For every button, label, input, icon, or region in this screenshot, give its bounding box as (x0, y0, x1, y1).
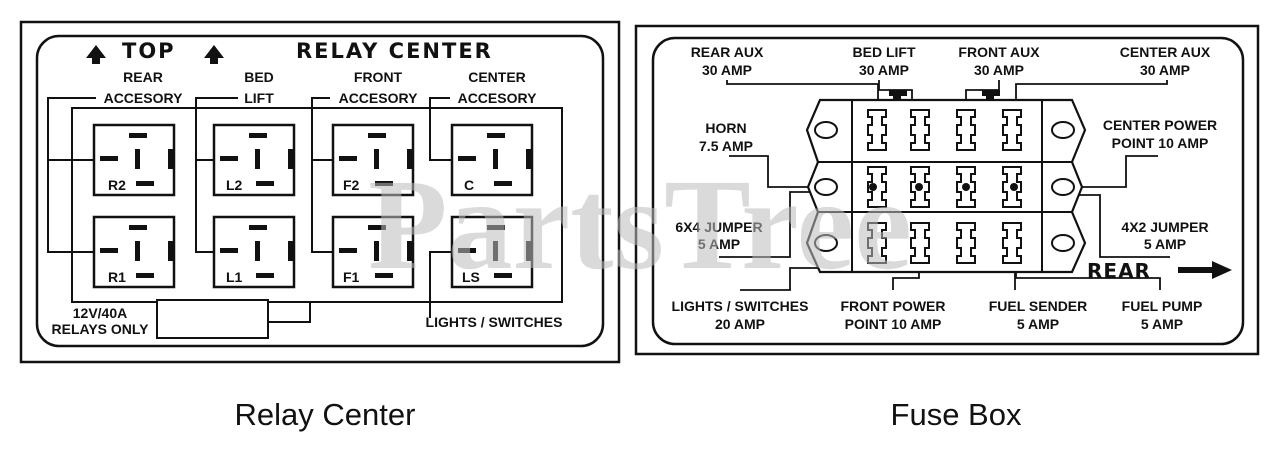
fuse-amp-bed-lift: 30 AMP (859, 62, 909, 78)
fuse-label-6x4-jumper: 6X4 JUMPER (675, 219, 762, 235)
fuse-label-center-aux: CENTER AUX (1120, 44, 1211, 60)
relay-center-title: RELAY CENTER (296, 39, 493, 63)
fuse-label-front-power: FRONT POWER (841, 298, 946, 314)
relay-label: L1 (226, 269, 243, 285)
lights-switches-label: LIGHTS / SWITCHES (426, 314, 563, 330)
fuse-amp-rear-aux: 30 AMP (702, 62, 752, 78)
fuse-box-caption: Fuse Box (891, 397, 1022, 432)
top-label: TOP (122, 39, 176, 63)
fuse-label-fuel-sender: FUEL SENDER (989, 298, 1088, 314)
fuse (956, 222, 976, 264)
relay-label: LS (462, 269, 480, 285)
fuse-label-fuel-pump: FUEL PUMP (1122, 298, 1203, 314)
relay-label: C (464, 177, 474, 193)
junction-dots (869, 183, 1018, 191)
column-label-rear: REAR (123, 69, 163, 85)
fuse (1002, 109, 1022, 151)
relay-center-caption: Relay Center (235, 397, 416, 432)
relay-label: R2 (108, 177, 126, 193)
watermark: PartsTree (368, 153, 912, 297)
relay-leader-lines (47, 97, 563, 323)
fuse-label-horn: HORN (705, 120, 746, 136)
column-sublabel-center: ACCESORY (458, 90, 537, 106)
relay-label: R1 (108, 269, 126, 285)
fuse (956, 109, 976, 151)
relay-label: L2 (226, 177, 243, 193)
fuse-amp-front-aux: 30 AMP (974, 62, 1024, 78)
top-up-arrow-icon (204, 45, 224, 64)
column-label-front: FRONT (354, 69, 403, 85)
fuse-amp-fuel-pump: 5 AMP (1141, 316, 1183, 332)
fuse-amp-front-power: POINT 10 AMP (845, 316, 942, 332)
fuse-label-lights-switches: LIGHTS / SWITCHES (672, 298, 809, 314)
fuse-amp-horn: 7.5 AMP (699, 138, 753, 154)
fuse-amp-lights-switches: 20 AMP (715, 316, 765, 332)
column-label-bed: BED (244, 69, 274, 85)
column-label-center: CENTER (468, 69, 526, 85)
fuse (910, 109, 930, 151)
rating-box (156, 299, 269, 339)
fuse-amp-center-aux: 30 AMP (1140, 62, 1190, 78)
rear-right-arrow-icon (1178, 261, 1232, 279)
column-sublabel-rear: ACCESORY (104, 90, 183, 106)
fuse-label-front-aux: FRONT AUX (958, 44, 1040, 60)
relay-label: F2 (343, 177, 360, 193)
fuse-label-bed-lift: BED LIFT (853, 44, 916, 60)
rating-line-2: RELAYS ONLY (52, 321, 150, 337)
relay-r2 (92, 123, 176, 197)
fuse-amp-4x2-jumper: 5 AMP (1144, 236, 1186, 252)
fuse (867, 109, 887, 151)
fuse-box-panel: REAR AUX 30 AMP BED LIFT 30 AMP FRONT AU… (634, 24, 1260, 356)
fuse (1002, 222, 1022, 264)
fuse-amp-fuel-sender: 5 AMP (1017, 316, 1059, 332)
rating-line-1: 12V/40A (73, 305, 127, 321)
relay-r1 (92, 215, 176, 289)
top-up-arrow-icon (86, 45, 106, 64)
fuse-amp-6x4-jumper: 5 AMP (698, 236, 740, 252)
rear-label: REAR (1087, 259, 1151, 283)
fuse-label-center-power: CENTER POWER (1103, 117, 1217, 133)
fuse-label-rear-aux: REAR AUX (691, 44, 764, 60)
relay-label: F1 (343, 269, 360, 285)
fuse (910, 222, 930, 264)
relay-center-panel: TOP RELAY CENTER REAR ACCESORY BED LIFT … (19, 20, 621, 364)
column-sublabel-front: ACCESORY (339, 90, 418, 106)
column-sublabel-bed: LIFT (244, 90, 274, 106)
fuse-label-4x2-jumper: 4X2 JUMPER (1121, 219, 1208, 235)
fuse-amp-center-power: POINT 10 AMP (1112, 135, 1209, 151)
